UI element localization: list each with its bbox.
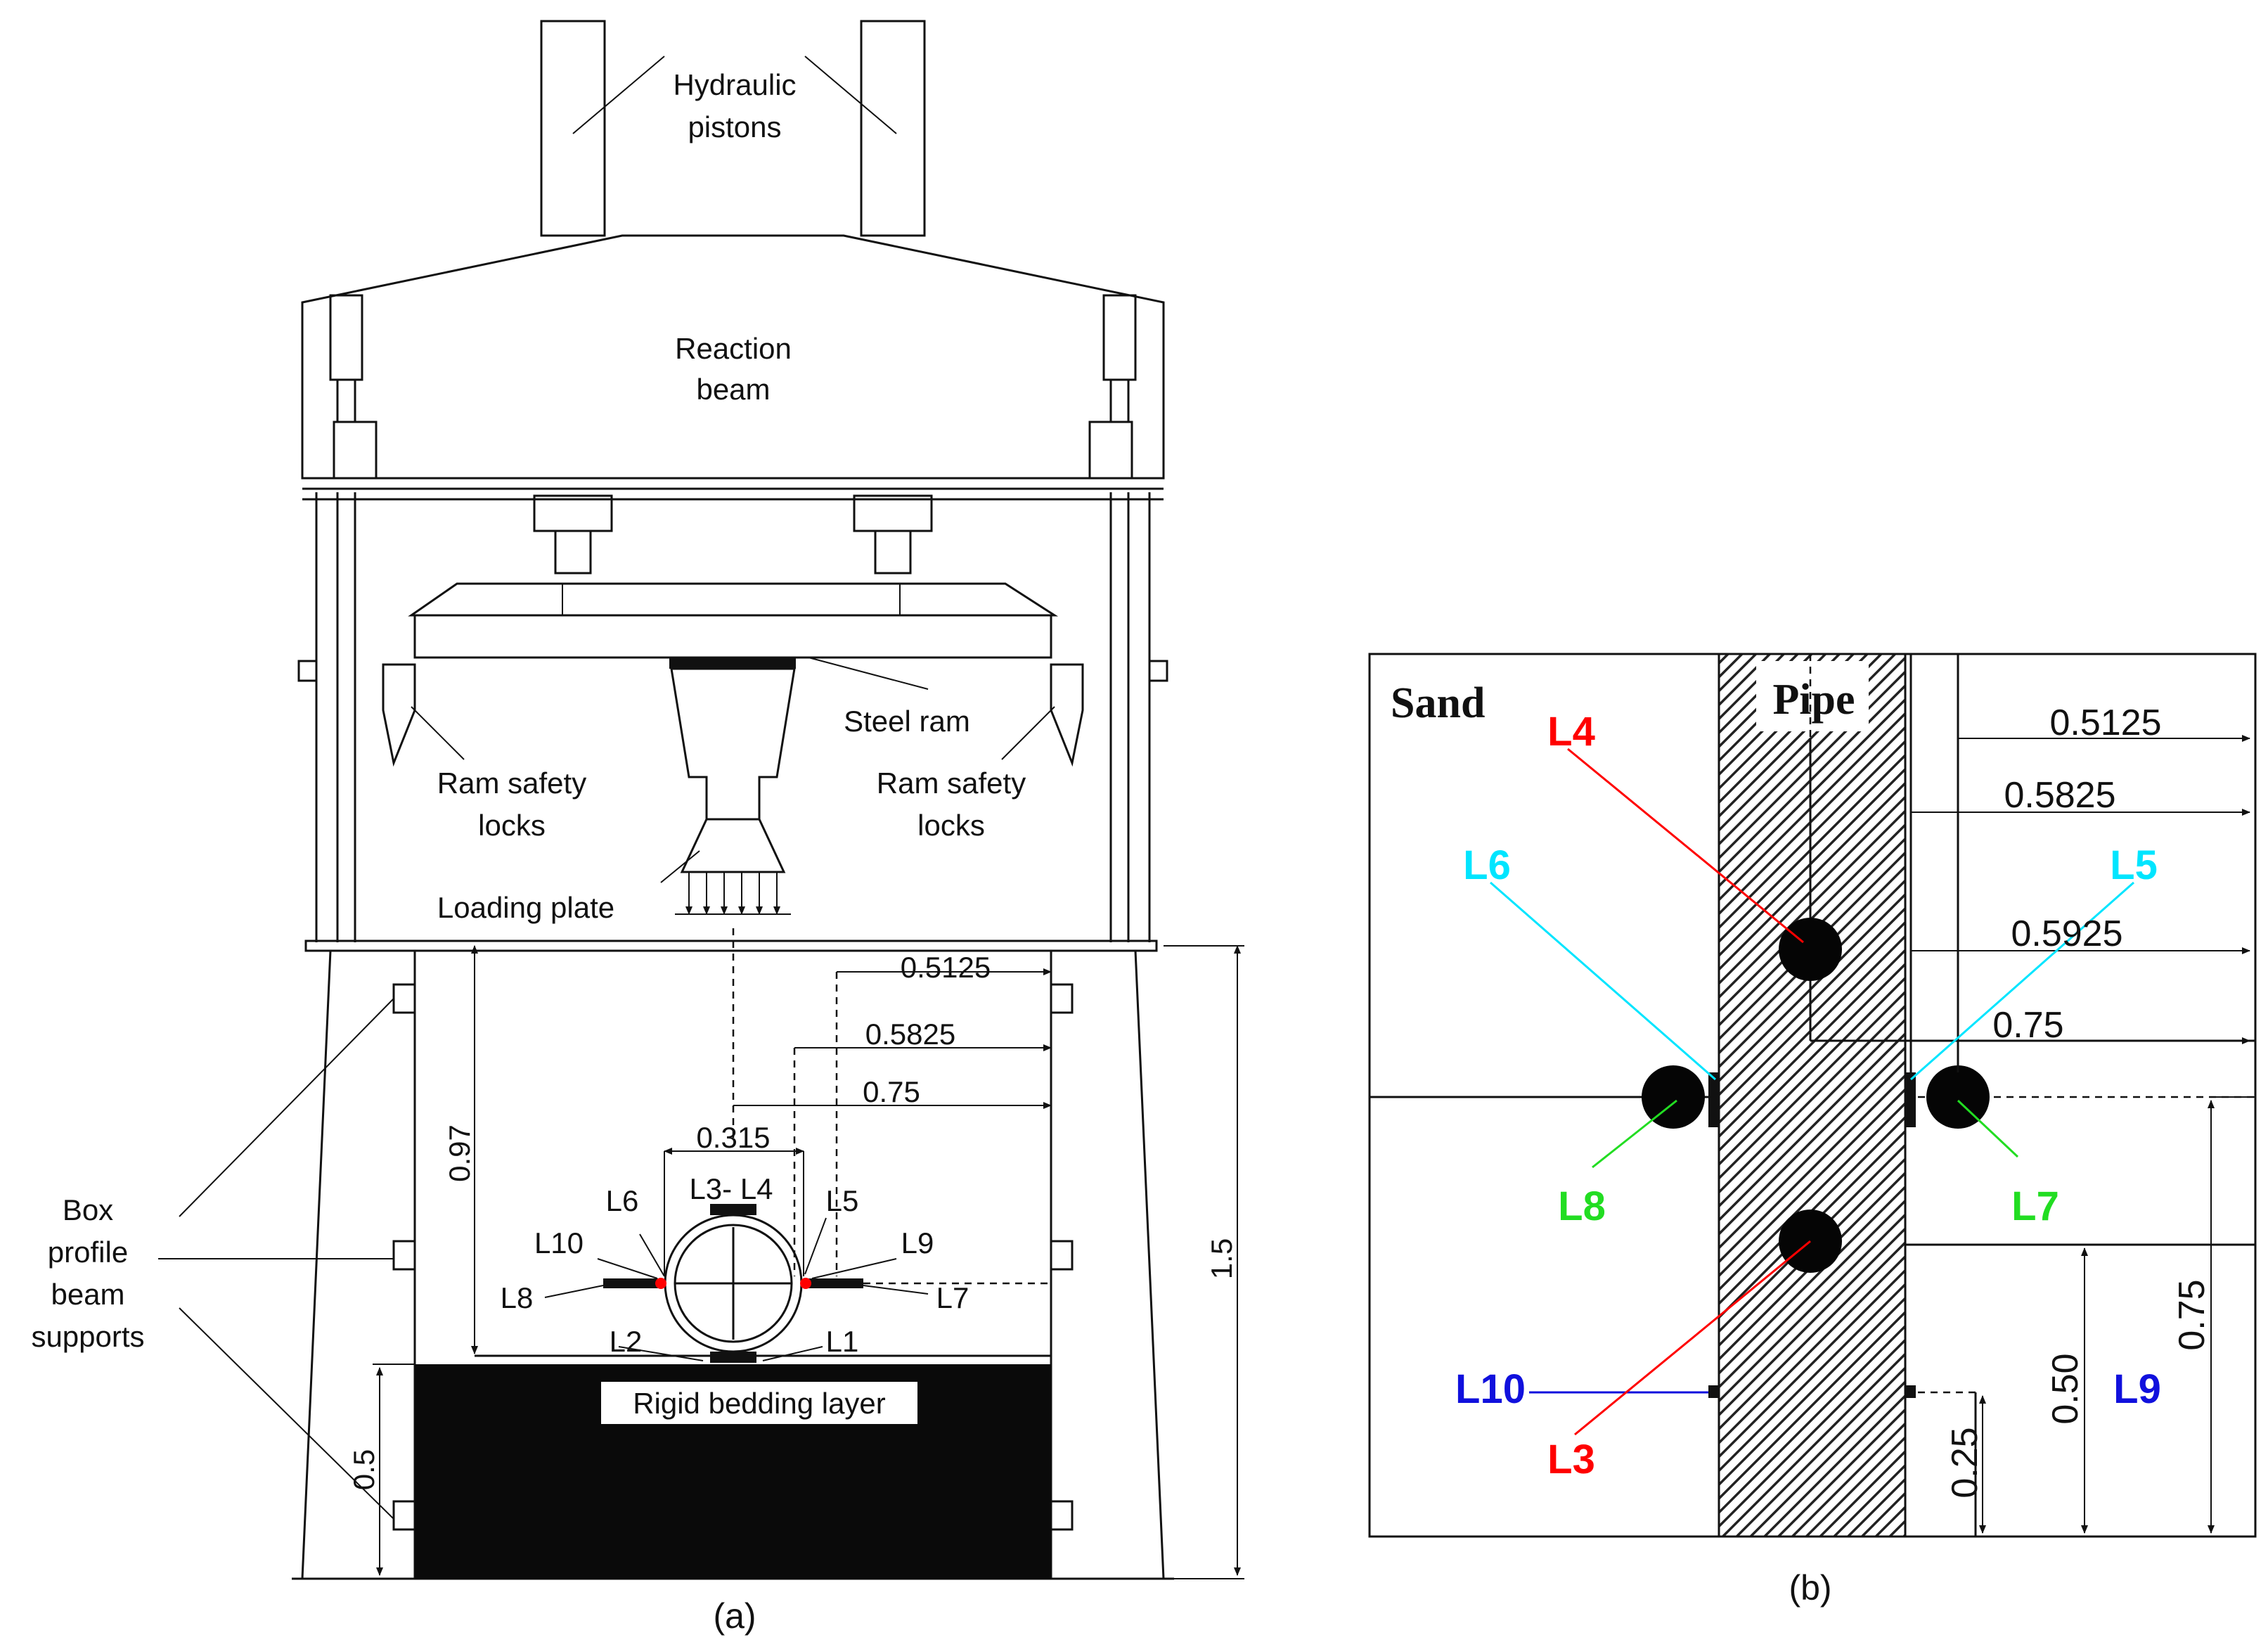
steel-ram bbox=[670, 667, 796, 821]
sensor-b-l6: L6 bbox=[1463, 842, 1511, 888]
sensor-a-l10: L10 bbox=[534, 1226, 584, 1259]
dim-b-05825: 0.5825 bbox=[2004, 775, 2115, 816]
sensor-b-l8: L8 bbox=[1558, 1184, 1606, 1229]
label-hydraulic-2: pistons bbox=[688, 110, 781, 143]
box-wall-right bbox=[1050, 949, 1165, 1580]
label-loading-plate: Loading plate bbox=[437, 891, 614, 924]
ram-top bbox=[669, 658, 796, 669]
pointer-hydraulic-left bbox=[572, 56, 665, 134]
label-steel-ram: Steel ram bbox=[844, 705, 970, 738]
safety-lock-left bbox=[382, 663, 416, 767]
dim-b-075: 0.75 bbox=[1992, 1005, 2063, 1046]
sensor-dot-l8 bbox=[1642, 1065, 1705, 1129]
label-rigid-bedding: Rigid bedding layer bbox=[633, 1387, 886, 1420]
label-sand: Sand bbox=[1391, 679, 1485, 727]
dim-b-05125: 0.5125 bbox=[2049, 703, 2161, 743]
dim-b-05925: 0.5925 bbox=[2011, 913, 2122, 954]
caption-b: (b) bbox=[1789, 1568, 1831, 1608]
sensor-b-l3: L3 bbox=[1547, 1437, 1595, 1482]
dim-a-05: 0.5 bbox=[347, 1449, 380, 1490]
caption-a: (a) bbox=[713, 1596, 756, 1636]
dim-a-05125: 0.5125 bbox=[901, 951, 991, 984]
sensor-a-l3l4: L3- L4 bbox=[689, 1172, 773, 1205]
panel-b-drawing bbox=[1368, 653, 2257, 1538]
dim-b-050: 0.50 bbox=[2045, 1353, 2086, 1424]
sensor-b-l5: L5 bbox=[2110, 842, 2158, 888]
sensor-dot-l7 bbox=[1926, 1065, 1990, 1129]
label-pipe: Pipe bbox=[1772, 676, 1855, 724]
box-top-rail bbox=[304, 939, 1158, 952]
label-ram-locks-right-1: Ram safety bbox=[877, 767, 1026, 800]
panel-a-drawing bbox=[158, 20, 1244, 1580]
sensor-b-l9: L9 bbox=[2113, 1366, 2161, 1412]
label-box-3: beam bbox=[51, 1278, 124, 1311]
dim-a-097: 0.97 bbox=[443, 1124, 476, 1182]
sensor-b-l10: L10 bbox=[1455, 1366, 1526, 1412]
pipe-hatched-wall bbox=[1718, 653, 1907, 1538]
sensor-a-l7: L7 bbox=[936, 1281, 969, 1314]
dim-b-075-vertical: 0.75 bbox=[2172, 1279, 2212, 1350]
loading-plate bbox=[680, 818, 786, 873]
sensor-a-l2: L2 bbox=[610, 1325, 643, 1358]
piston-right bbox=[860, 20, 926, 237]
label-ram-locks-left-2: locks bbox=[478, 809, 546, 842]
guide-left-top bbox=[329, 294, 363, 381]
sensor-a-l9: L9 bbox=[901, 1226, 934, 1259]
sensor-dot-l7 bbox=[800, 1278, 811, 1289]
label-reaction-1: Reaction bbox=[675, 332, 792, 365]
dim-a-075: 0.75 bbox=[863, 1075, 920, 1108]
sensor-b-l7: L7 bbox=[2011, 1184, 2059, 1229]
safety-lock-right bbox=[1050, 663, 1084, 767]
dim-a-0315: 0.315 bbox=[696, 1121, 770, 1154]
dim-a-15: 1.5 bbox=[1205, 1238, 1238, 1279]
sensor-dot-l4 bbox=[1779, 918, 1842, 981]
label-reaction-2: beam bbox=[696, 373, 770, 406]
label-hydraulic-1: Hydraulic bbox=[673, 68, 796, 101]
guide-right-top bbox=[1102, 294, 1137, 381]
sensor-dot-l8 bbox=[655, 1278, 666, 1289]
steel-ram-plate bbox=[413, 614, 1052, 659]
piston-left bbox=[540, 20, 606, 237]
sensor-b-l4: L4 bbox=[1547, 709, 1595, 755]
crosshead bbox=[408, 582, 1059, 617]
dim-b-025: 0.25 bbox=[1945, 1427, 1985, 1498]
label-box-4: supports bbox=[31, 1320, 144, 1353]
label-box-1: Box bbox=[63, 1193, 113, 1226]
sensor-a-l5: L5 bbox=[826, 1184, 859, 1217]
label-ram-locks-right-2: locks bbox=[917, 809, 985, 842]
load-arrows bbox=[675, 872, 791, 915]
sensor-a-l8: L8 bbox=[501, 1281, 534, 1314]
dim-a-05825: 0.5825 bbox=[865, 1018, 955, 1051]
pointer-hydraulic-right bbox=[804, 56, 897, 134]
sensor-a-l1: L1 bbox=[826, 1325, 859, 1358]
label-ram-locks-left-1: Ram safety bbox=[437, 767, 586, 800]
sensor-a-l6: L6 bbox=[606, 1184, 639, 1217]
label-box-2: profile bbox=[48, 1236, 128, 1269]
reaction-beam bbox=[301, 234, 1165, 480]
